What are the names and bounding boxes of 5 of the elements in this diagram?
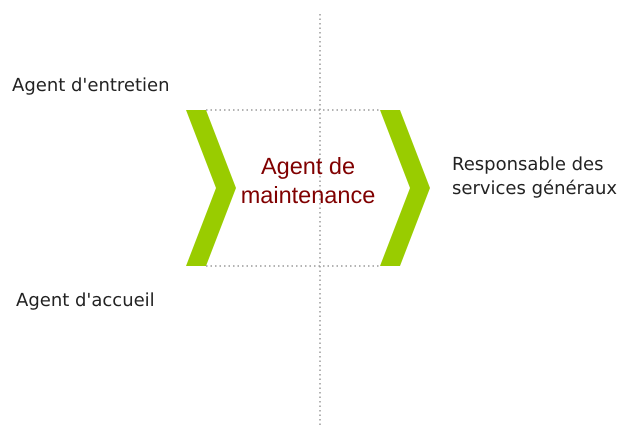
process-title: Agent de maintenance [240, 152, 376, 210]
role-label: Agent d'entretien [12, 74, 171, 98]
chevron-process-shape [184, 108, 432, 268]
role-label: Agent d'accueil [16, 289, 156, 313]
role-label: Responsable des services généraux [452, 153, 618, 201]
